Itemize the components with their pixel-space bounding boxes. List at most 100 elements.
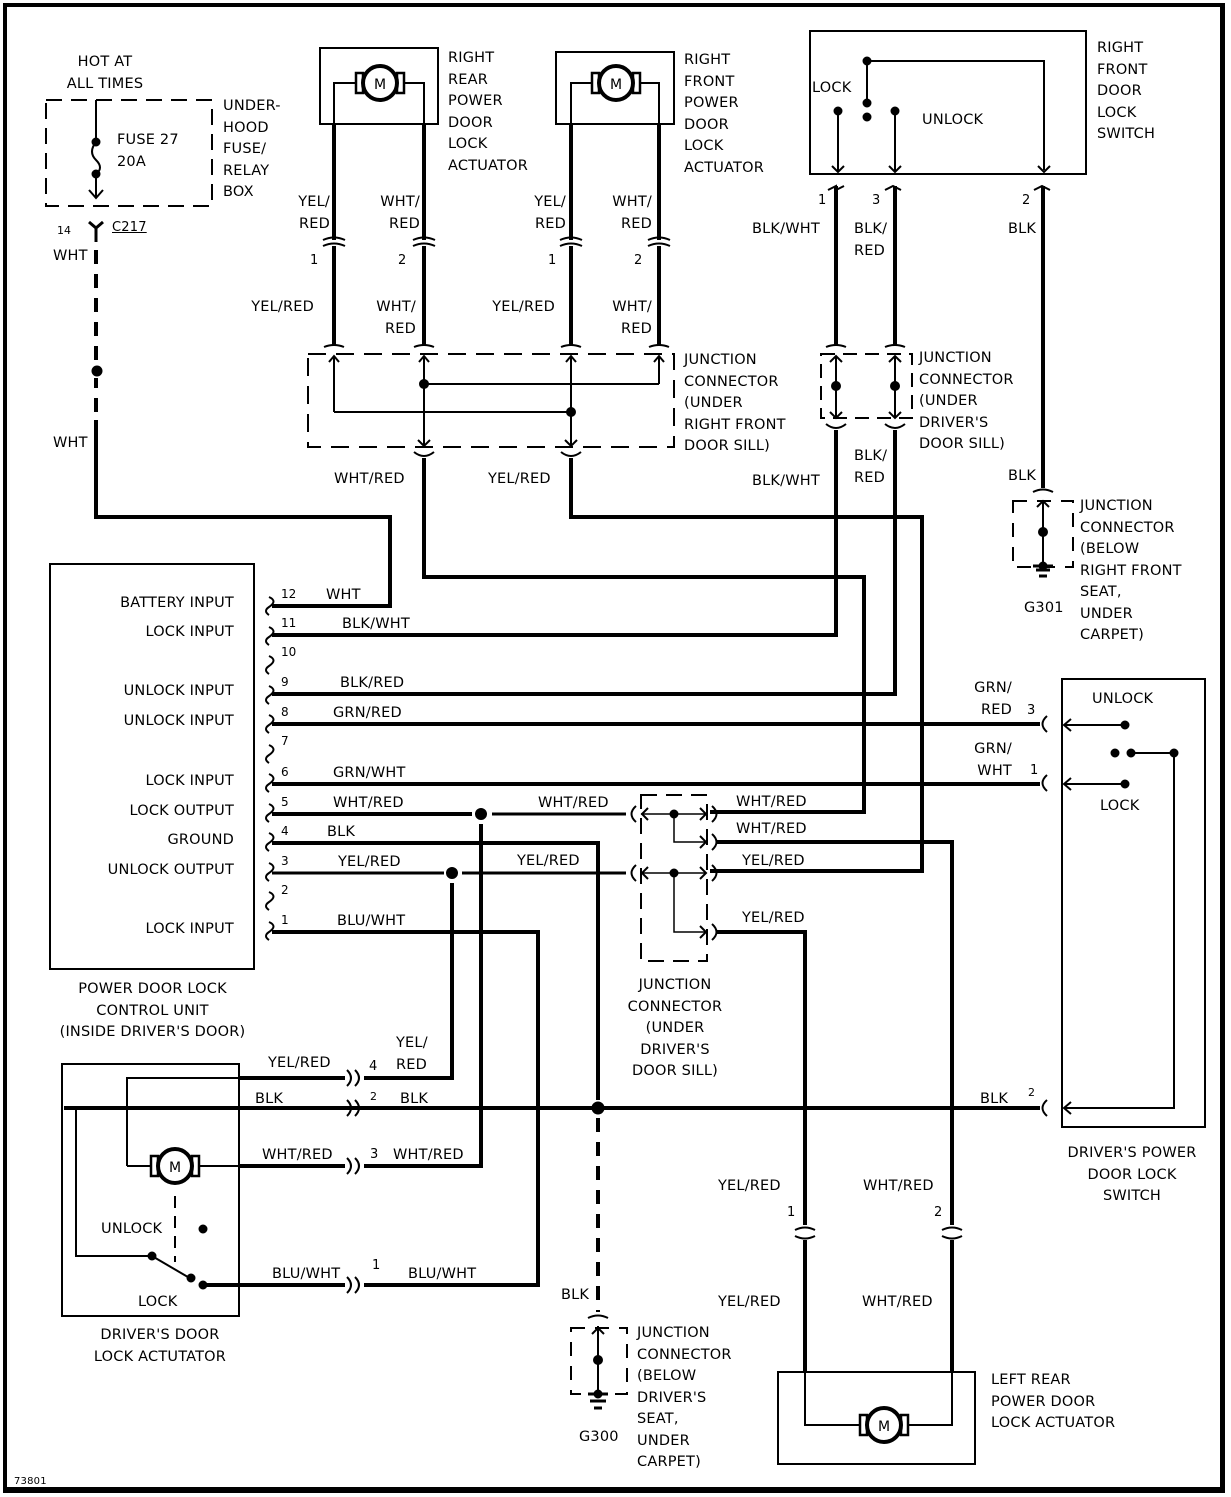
jc-driver-sill-top-label: JUNCTION CONNECTOR (UNDER DRIVER'S DOOR … [919,350,1014,452]
wire-wht-battery [94,420,392,608]
splice-dot [91,365,103,377]
wire-color-label: WHT/RED [538,795,609,811]
actuator-unlock-label: UNLOCK [101,1221,163,1237]
terminal-pin: 4 [281,824,289,838]
wire-color-label: YEL/ RED [298,194,330,232]
driver-actuator-outline [61,1063,240,1317]
jc-driver-sill-mid-outline [640,794,708,962]
terminal-function: LOCK OUTPUT [129,803,234,819]
jc-right-front-sill-outline [307,353,675,448]
driver-actuator-label: DRIVER'S DOOR LOCK ACTUTATOR [93,1327,227,1365]
terminal-pin: 12 [281,587,297,601]
pin-label: 14 [57,224,71,237]
terminal-wire-color: BLK [327,824,356,840]
terminal-function: LOCK INPUT [145,624,234,640]
wire-blk-wht [272,430,838,637]
wire-color-label: BLK [400,1091,429,1107]
terminal-function: LOCK INPUT [145,773,234,789]
terminal-wire-color: BLK/RED [340,675,405,691]
pin-label: 1 [548,253,557,268]
pin-label: 1 [1030,763,1039,778]
pin-label: 1 [787,1205,796,1220]
pin-label: 2 [1022,193,1031,208]
fuse-box-outline [45,99,213,207]
jc-driver-sill-mid-label: JUNCTION CONNECTOR (UNDER DRIVER'S DOOR … [627,977,723,1079]
jc-right-front-sill-label: JUNCTION CONNECTOR (UNDER RIGHT FRONT DO… [684,352,786,454]
wire-color-label: WHT/RED [863,1178,934,1194]
terminal-pin: 9 [281,675,289,689]
wire-blk-ground [272,841,600,1100]
ground-id: G301 [1024,600,1064,616]
diagram-frame [3,3,1225,1493]
pin-label: 3 [1027,703,1036,718]
terminal-wire-color: WHT/RED [333,795,404,811]
wire-color-label: YEL/RED [742,910,805,926]
splice-dot [566,407,576,417]
pin-label: 3 [872,193,881,208]
connector-id[interactable]: C217 [112,220,147,235]
wire-color-label: BLK/ RED [854,221,888,259]
driver-switch-unlock-label: UNLOCK [1092,691,1154,707]
wire-color-label: YEL/RED [488,471,551,487]
terminal-wire-color: YEL/RED [338,854,401,870]
wire-color-label: BLK/ RED [854,448,888,486]
pin-label: 2 [398,253,407,268]
hot-at-all-times-label: HOT AT ALL TIMES [66,54,144,92]
pin-label: 3 [370,1147,379,1162]
wire-color-label: YEL/RED [492,299,555,315]
wire-color-label: YEL/ RED [534,194,566,232]
wire-color-label: WHT [53,248,88,264]
wire-yel-red-actuator [364,883,454,1080]
right-front-switch-label: RIGHT FRONT DOOR LOCK SWITCH [1097,40,1156,142]
fuse-terminal [91,169,101,179]
motor-symbol: M [610,77,622,93]
wire-color-label: YEL/RED [251,299,314,315]
wire-wht-red-rf [422,458,866,814]
wire-color-label: BLU/WHT [408,1266,477,1282]
left-rear-actuator-outline [777,1371,976,1465]
driver-switch-label: DRIVER'S POWER DOOR LOCK SWITCH [1067,1145,1197,1204]
wire-color-label: WHT/RED [736,794,807,810]
terminal-function: UNLOCK INPUT [123,713,234,729]
wire-color-label: WHT/ RED [380,194,420,232]
terminal-wire-color: BLK/WHT [342,616,410,632]
actuator-lock-label: LOCK [138,1294,178,1310]
jc-g301-label: JUNCTION CONNECTOR (BELOW RIGHT FRONT SE… [1080,498,1182,643]
motor-symbol: M [169,1160,181,1176]
terminal-function: UNLOCK INPUT [123,683,234,699]
pin-label: 1 [372,1258,381,1273]
control-unit-outline [49,563,255,970]
terminal-function: GROUND [167,832,234,848]
control-unit-label: POWER DOOR LOCK CONTROL UNIT (INSIDE DRI… [59,981,246,1040]
terminal-wire-color: BLU/WHT [337,913,406,929]
jc-driver-sill-top-outline [820,353,913,419]
motor-symbol: M [374,77,386,93]
driver-switch-lock-label: LOCK [1100,798,1140,814]
wire-color-label: YEL/RED [742,853,805,869]
wire-yel-red-lr [716,930,807,1225]
terminal-pin: 3 [281,854,289,868]
pin-label: 1 [310,253,319,268]
wire-wht-red-lr [716,840,954,1225]
wire-color-label: BLK [561,1287,590,1303]
splice-dot [419,379,429,389]
terminal-function: UNLOCK OUTPUT [107,862,234,878]
terminal-pin: 8 [281,705,289,719]
wire-color-label: YEL/RED [517,853,580,869]
terminal-pin: 6 [281,765,289,779]
pin-label: 1 [818,193,827,208]
pin-label: 2 [634,253,643,268]
wire-color-label: WHT/RED [736,821,807,837]
driver-switch-outline [1061,678,1206,1128]
terminal-wire-color: WHT [326,587,361,603]
terminal-wire-color: GRN/RED [333,705,402,721]
fuse-terminal [91,137,101,147]
wire-color-label: BLK [255,1091,284,1107]
pin-label: 2 [1028,1086,1035,1099]
right-front-actuator-label: RIGHT FRONT POWER DOOR LOCK ACTUATOR [684,52,764,176]
terminal-pin: 10 [281,645,297,659]
terminal-pin: 7 [281,734,289,748]
motor-symbol: M [878,1419,890,1435]
wire-color-label: GRN/ WHT [974,741,1012,779]
wire-color-label: YEL/RED [268,1055,331,1071]
